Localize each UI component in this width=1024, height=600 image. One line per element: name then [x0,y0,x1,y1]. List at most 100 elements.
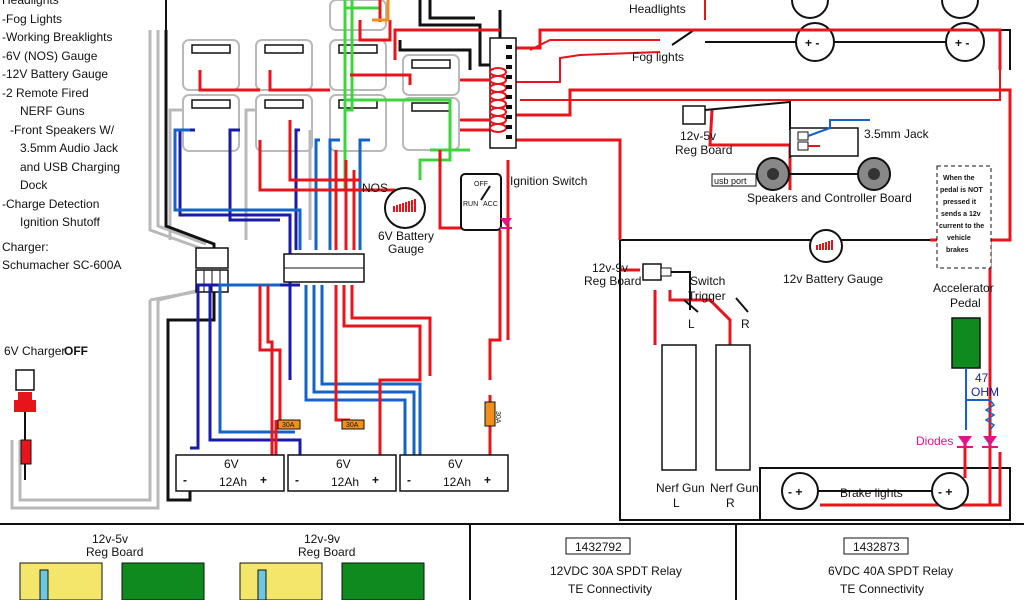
red-wires [198,0,1012,507]
6v-battery-gauge: 6V Battery Gauge [378,187,434,256]
battery-1-capacity: 12Ah [219,475,247,489]
feature-item: -Charge Detection [2,196,100,211]
pedal-note-line: brakes [946,247,969,254]
usb-port-label: usb port [714,176,747,186]
battery-3-plus: + [484,473,491,487]
blue-wires [173,128,422,470]
fog-left-polarity: + - [805,36,819,50]
feature-item: -12V Battery Gauge [2,67,109,81]
resistor [984,399,996,431]
nerf-gun-right [715,344,751,471]
relay-2-spec: 1432873 6VDC 40A SPDT Relay TE Connectiv… [828,537,953,596]
battery-1: - 6V 12Ah + [175,454,285,492]
feature-item: -2 Remote Fired [2,85,89,100]
reg-5v-label-a: 12v-5v [680,129,716,143]
battery-2-minus: - [295,473,299,487]
bottom-reg-9v: 12v-9v Reg Board [239,532,425,600]
resistor-value-b: OHM [971,385,999,399]
nerf-section: 12v-9v Reg Board Switch Trigger L R Nerf… [584,261,759,510]
12v-gauge-label: 12v Battery Gauge [783,272,883,286]
ignition-diode [500,218,512,226]
accelerator-label-b: Pedal [950,296,981,310]
relay-bank [182,0,460,152]
battery-2-voltage: 6V [336,457,351,471]
pedal-note: When the pedal is NOT pressed it sends a… [936,165,992,269]
feature-item: -6V (NOS) Gauge [2,48,98,63]
headlight-circuit: + - + - Headlights Fog lights [510,0,1001,101]
speakers-label: Speakers and Controller Board [747,191,912,205]
bottom-reg-5v-a: 12v-5v [92,532,128,546]
trigger-l-label: L [688,317,695,331]
relay-1-desc: 12VDC 30A SPDT Relay [550,564,682,578]
pedal-note-line: vehicle [947,235,971,242]
battery-3-minus: - [407,473,411,487]
relay-2-mfr: TE Connectivity [840,582,924,596]
feature-item: -Fog Lights [2,11,63,26]
battery-2-capacity: 12Ah [331,475,359,489]
feature-item: -Front Speakers W/ [10,122,115,137]
fuse-30a-1: 30A [282,422,295,429]
reg-9v-label-a: 12v-9v [592,261,628,275]
fuse-30a-2: 30A [346,422,359,429]
ignition-acc: ACC [483,201,498,208]
6v-gauge-label-b: Gauge [388,242,424,256]
nos-label: NOS [362,181,388,195]
6v-gauge-label-a: 6V Battery [378,229,434,243]
brake-lights-label: Brake lights [840,486,903,500]
accelerator-pedal: Accelerator Pedal 47 OHM [933,281,999,431]
nerf-gun-left [661,344,697,471]
battery-2: - 6V 12Ah + [287,454,397,492]
brake-lights: - + - + Brake lights [781,472,969,510]
nerf-r-label-a: Nerf Gun [710,481,759,495]
bottom-reg-5v: 12v-5v Reg Board [19,532,205,600]
ignition-off: OFF [474,181,488,188]
diodes-label: Diodes [916,434,953,448]
headlight-left [791,0,829,19]
relay-1-mfr: TE Connectivity [568,582,652,596]
feature-item: NERF Guns [20,104,85,118]
ignition-switch-label: Ignition Switch [510,174,587,188]
feature-item: Dock [20,178,48,192]
pedal-note-line: pressed it [943,199,977,206]
charger-off-state: OFF [64,344,88,358]
switch-trigger-label-a: Switch [690,274,725,288]
pedal-note-line: pedal is NOT [940,187,984,194]
pedal-note-line: current to the [939,223,984,230]
charger-label: Charger: [2,239,49,254]
12v-battery-gauge: 12v Battery Gauge [783,229,883,286]
nerf-r-label-b: R [726,496,735,510]
reg-5v-label-b: Reg Board [675,143,732,157]
nerf-l-label-b: L [673,496,680,510]
headlight-right [941,0,979,19]
jack-label: 3.5mm Jack [864,127,930,141]
ignition-run: RUN [463,201,478,208]
feature-item: Headlights [2,0,59,7]
resistor-value-a: 47 [975,371,989,385]
gray-harness [10,30,312,510]
feature-item: 3.5mm Audio Jack [20,141,119,155]
speaker-section: 12v-5v Reg Board 3.5mm Jack usb port Spe… [675,100,930,205]
feature-list: Headlights -Fog Lights -Working Breaklig… [2,0,162,275]
feature-item: -Working Breaklights [2,30,113,44]
black-wires [164,0,516,502]
relay-1-spec: 1432792 12VDC 30A SPDT Relay TE Connecti… [550,537,682,596]
relay-2-part: 1432873 [853,540,900,554]
feature-item: Ignition Shutoff [20,215,100,229]
battery-1-plus: + [260,473,267,487]
fog-right-polarity: + - [955,36,969,50]
relay-2-desc: 6VDC 40A SPDT Relay [828,564,953,578]
terminal-block [489,37,517,149]
pedal-note-line: When the [943,175,975,182]
trigger-r-label: R [741,317,750,331]
battery-3-voltage: 6V [448,457,463,471]
headlights-label: Headlights [629,2,686,16]
pedal-note-line: sends a 12v [941,211,981,218]
battery-1-minus: - [183,473,187,487]
bottom-reg-9v-a: 12v-9v [304,532,340,546]
switch-trigger-label-b: Trigger [688,289,726,303]
feature-item: and USB Charging [20,159,121,174]
battery-3: - 6V 12Ah + [399,454,509,492]
fuse-30a-3: 30A [494,411,501,424]
battery-1-voltage: 6V [224,457,239,471]
